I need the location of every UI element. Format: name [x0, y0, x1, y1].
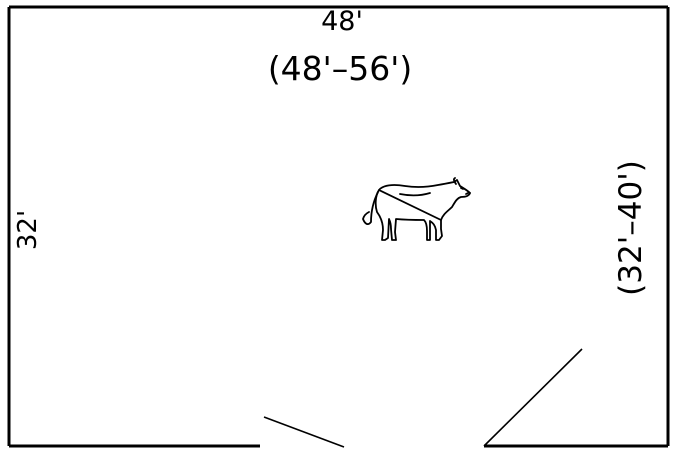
door-swings: [263, 348, 583, 448]
top-dimension-label: 48': [321, 6, 363, 37]
right-dimension-range-label: (32'–40'): [613, 160, 649, 296]
walls: [7, 5, 670, 448]
top-dimension-range-label: (48'–56'): [268, 49, 412, 88]
door-swing-left: [263, 416, 345, 448]
cow-icon: [362, 177, 471, 241]
left-dimension-label: 32': [13, 210, 43, 250]
door-swing-right: [483, 348, 583, 447]
